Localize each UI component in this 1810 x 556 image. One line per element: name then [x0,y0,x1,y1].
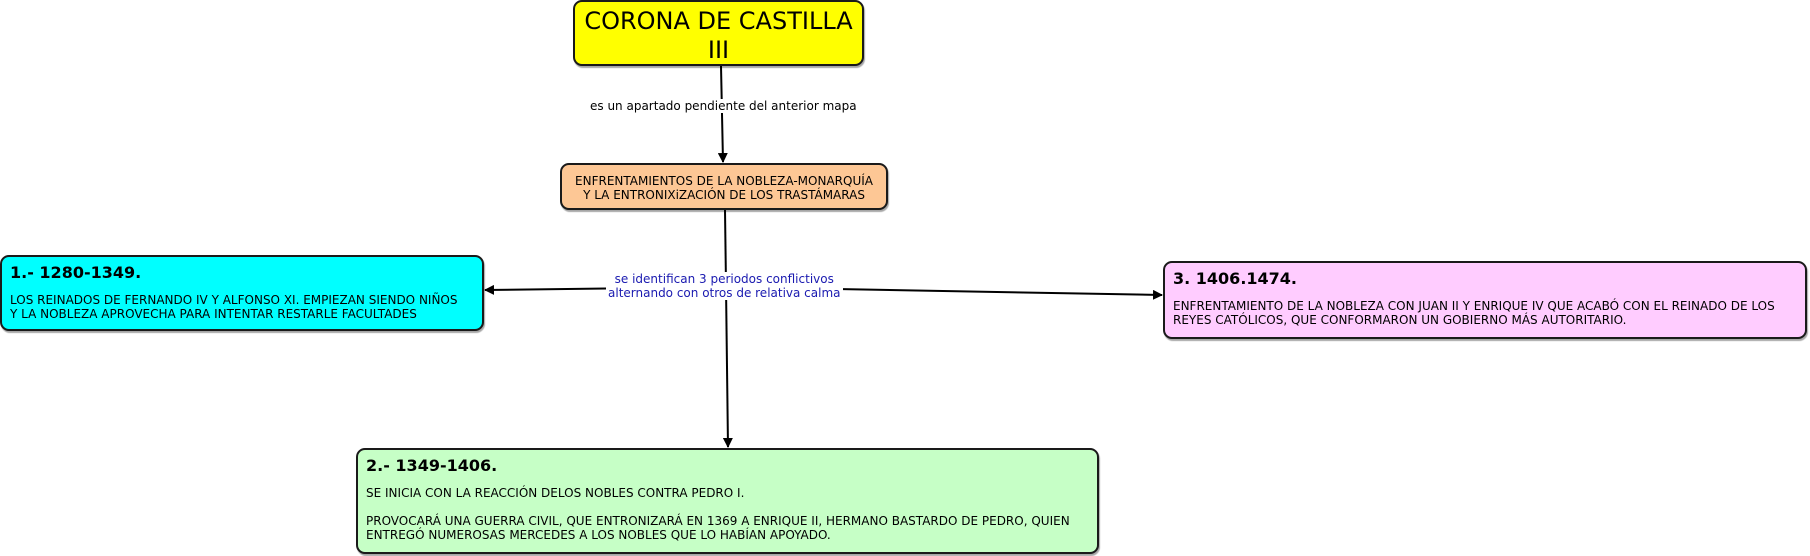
node-period-1[interactable]: 1.- 1280-1349. LOS REINADOS DE FERNANDO … [0,255,484,331]
edge-top-to-mid [717,65,728,163]
period-2-title: 2.- 1349-1406. [366,456,498,475]
node-period-2[interactable]: 2.- 1349-1406. SE INICIA CON LA REACCIÓN… [356,448,1099,554]
period-3-title: 3. 1406.1474. [1173,269,1297,288]
node-title-line-1: CORONA DE CASTILLA [584,7,853,35]
link-label-line-1: se identifican 3 periodos conflictivos [614,272,834,286]
link-label-top: es un apartado pendiente del anterior ma… [588,99,859,113]
period-1-title: 1.- 1280-1349. [10,263,142,282]
period-3-text: ENFRENTAMIENTO DE LA NOBLEZA CON JUAN II… [1173,299,1775,327]
period-2-paragraph-2: PROVOCARÁ UNA GUERRA CIVIL, QUE ENTRONIZ… [366,514,1070,542]
node-enfrentamientos[interactable]: ENFRENTAMIENTOS DE LA NOBLEZA-MONARQUÍA … [560,163,888,210]
node-text-line-1: ENFRENTAMIENTOS DE LA NOBLEZA-MONARQUÍA [575,174,873,188]
node-corona-de-castilla[interactable]: CORONA DE CASTILLA III [573,0,864,66]
link-label-periods: se identifican 3 periodos conflictivos a… [606,272,843,300]
node-title-line-2: III [707,36,730,64]
node-period-3[interactable]: 3. 1406.1474. ENFRENTAMIENTO DE LA NOBLE… [1163,261,1807,339]
edge-to-period2 [722,286,733,448]
period-1-text: LOS REINADOS DE FERNANDO IV Y ALFONSO XI… [10,293,458,321]
link-label-line-2: alternando con otros de relativa calma [608,286,841,300]
node-text-line-2: Y LA ENTRONIXiZACIÓN DE LOS TRASTÁMARAS [583,188,865,202]
period-2-paragraph-1: SE INICIA CON LA REACCIÓN DELOS NOBLES C… [366,486,745,500]
